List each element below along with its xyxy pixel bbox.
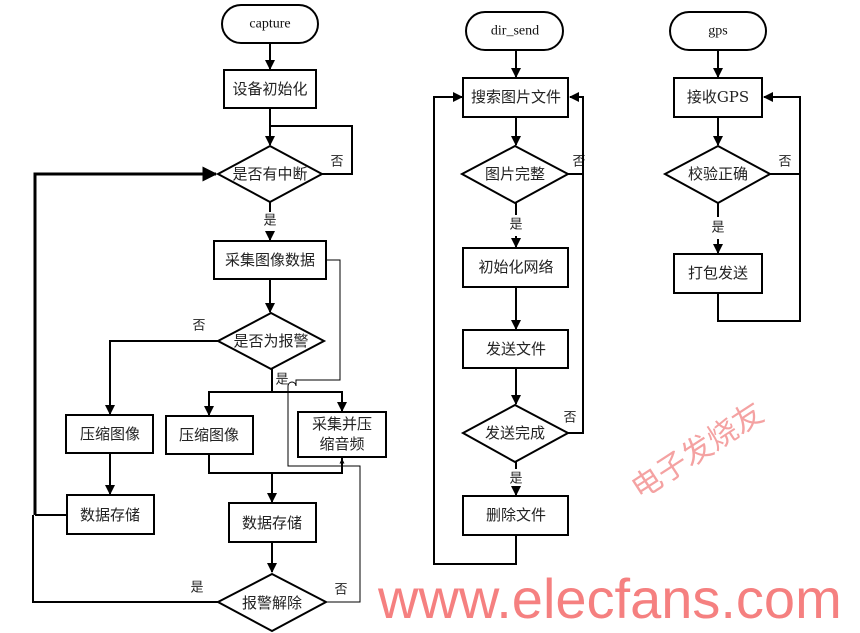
- send-label: 发送文件: [486, 340, 546, 358]
- compress-mid-box: [165, 415, 254, 455]
- alarm-label: 是否为报警: [233, 332, 308, 350]
- dir-send-flow: dir_send 搜索图片文件 图片完整 否 是 初始化网络 发送文件 发送完成…: [433, 11, 586, 565]
- pack-send-box: [673, 253, 763, 294]
- init-net-label: 初始化网络: [478, 258, 553, 276]
- compress-mid-label: 压缩图像: [179, 426, 239, 444]
- merge-line: [208, 454, 343, 474]
- delete-label: 删除文件: [486, 506, 546, 524]
- compress-left-box: [65, 414, 154, 454]
- collect-audio-box: [297, 411, 387, 458]
- audio-loop-line: [295, 259, 341, 386]
- interrupt-no-loop: [270, 125, 353, 175]
- delete-box: [462, 495, 569, 536]
- collect-image-box: [213, 240, 327, 280]
- send-done-yes-label: 是: [509, 472, 522, 487]
- audio-loop-line-hop: [287, 381, 342, 467]
- capture-start-label: capture: [249, 17, 290, 32]
- alarm-no-label: 否: [192, 319, 205, 334]
- interrupt-no-label: 否: [330, 155, 343, 170]
- alarm-cleared-decision: [215, 572, 329, 633]
- retry-arrow: [568, 92, 584, 434]
- interrupt-yes-label: 是: [263, 214, 276, 229]
- loop-back-arrow: [717, 92, 801, 322]
- complete-yes-label: 是: [509, 218, 522, 233]
- collect-audio-label-2: 缩音频: [319, 435, 364, 453]
- send-box: [462, 329, 569, 369]
- alarm-yes-arrow: [204, 369, 273, 416]
- return-to-interrupt-arrow: [33, 166, 218, 515]
- init-net-box: [462, 247, 569, 288]
- alarm-no-arrow: [105, 340, 218, 415]
- alarm-cleared-yes-label: 是: [190, 581, 203, 596]
- alarm-yes-label: 是: [275, 373, 288, 388]
- store-mid-label: 数据存储: [242, 514, 302, 532]
- init-box: [223, 69, 317, 109]
- alarm-cleared-label: 报警解除: [242, 594, 302, 612]
- init-label: 设备初始化: [232, 80, 307, 98]
- alarm-cleared-yes-line: [32, 515, 218, 603]
- receive-gps-label: 接收GPS: [687, 88, 749, 106]
- store-left-label: 数据存储: [80, 506, 140, 524]
- capture-flow: capture 设备初始化 是否有中断 否 是 采集图像数据 是否为报警 否 是…: [32, 4, 387, 633]
- dir-send-start-label: dir_send: [491, 24, 539, 39]
- loop-back-arrow: [433, 92, 517, 565]
- send-done-label: 发送完成: [485, 424, 545, 442]
- verify-yes-label: 是: [711, 221, 724, 236]
- alarm-cleared-no-label: 否: [334, 583, 347, 598]
- collect-audio-label-1: 采集并压: [312, 415, 372, 433]
- alarm-yes-audio-arrow: [272, 391, 347, 412]
- receive-gps-box: [673, 77, 763, 118]
- verify-no-label: 否: [778, 155, 791, 170]
- watermark-brand: 电子发烧友: [625, 396, 770, 507]
- alarm-cleared-no-line: [326, 458, 361, 603]
- gps-flow: gps 接收GPS 校验正确 否 是 打包发送: [662, 11, 801, 322]
- gps-start-label: gps: [708, 24, 727, 39]
- search-label: 搜索图片文件: [471, 88, 561, 106]
- watermark-site: www.elecfans.com: [377, 567, 842, 630]
- verify-label: 校验正确: [688, 165, 748, 183]
- interrupt-label: 是否有中断: [232, 165, 307, 183]
- search-box: [462, 77, 569, 118]
- complete-label: 图片完整: [485, 165, 545, 183]
- compress-left-label: 压缩图像: [80, 425, 140, 443]
- collect-image-label: 采集图像数据: [225, 251, 315, 269]
- pack-send-label: 打包发送: [688, 264, 748, 282]
- send-done-no-label: 否: [563, 411, 576, 426]
- dir-send-start-terminal: [465, 11, 564, 51]
